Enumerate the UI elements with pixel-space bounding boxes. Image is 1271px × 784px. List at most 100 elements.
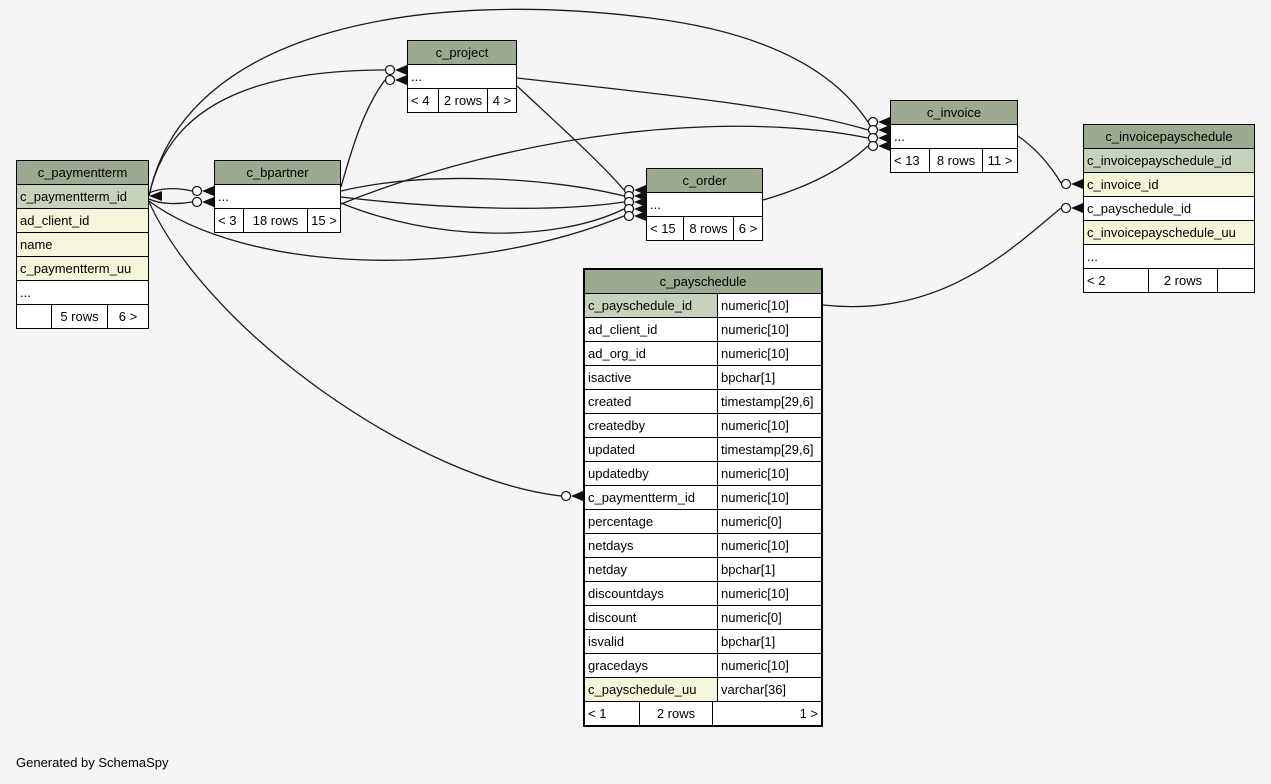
column-row-more: ... — [647, 192, 762, 216]
table-title[interactable]: c_project — [408, 41, 516, 64]
column-row-c_paymentterm_id: c_paymentterm_id — [17, 184, 148, 208]
column-row-more: ... — [17, 280, 148, 304]
column-name: c_paymentterm_uu — [17, 257, 148, 280]
footer-child-count — [1218, 269, 1254, 292]
table-title[interactable]: c_order — [647, 169, 762, 192]
table-title[interactable]: c_payschedule — [585, 270, 821, 293]
column-name: c_payschedule_id — [1084, 197, 1254, 220]
column-name: netdays — [585, 534, 717, 557]
footer-parent-count: < 15 — [650, 221, 676, 236]
column-name: c_payschedule_uu — [585, 678, 717, 701]
column-type: bpchar[1] — [717, 630, 821, 653]
relationship-edge — [148, 187, 193, 194]
column-name: ... — [17, 281, 148, 304]
column-type: numeric[0] — [717, 606, 821, 629]
column-name: c_invoicepayschedule_id — [1084, 149, 1254, 172]
column-name: ... — [408, 65, 516, 88]
column-type: numeric[10] — [717, 342, 821, 365]
column-type: numeric[10] — [717, 486, 821, 509]
table-c_order[interactable]: c_order... < 15 8 rows 6 > — [646, 168, 763, 241]
column-name: ... — [215, 185, 340, 208]
column-name: updatedby — [585, 462, 717, 485]
column-name: percentage — [585, 510, 717, 533]
column-name: ad_client_id — [585, 318, 717, 341]
footer-child-count: 4 > — [492, 93, 512, 108]
column-name: updated — [585, 438, 717, 461]
footer-child-count: 1 > — [799, 706, 818, 721]
table-title[interactable]: c_bpartner — [215, 161, 340, 184]
column-row-c_invoice_id: c_invoice_id — [1084, 172, 1254, 196]
footer-row-count: 2 rows — [438, 89, 488, 112]
footer-child-count: 6 > — [738, 221, 758, 236]
column-row-name: name — [17, 232, 148, 256]
relationship-edge — [822, 207, 1062, 308]
column-row-ad_client_id: ad_client_id — [17, 208, 148, 232]
column-row-c_payschedule_id: c_payschedule_id — [1084, 196, 1254, 220]
column-row-c_invoicepayschedule_uu: c_invoicepayschedule_uu — [1084, 220, 1254, 244]
table-footer: < 15 8 rows 6 > — [647, 216, 762, 240]
column-name: isactive — [585, 366, 717, 389]
footer-parent-count — [17, 305, 51, 328]
footer-parent-count: < 3 — [218, 213, 237, 228]
footer-parent-count: < 13 — [894, 153, 920, 168]
table-title[interactable]: c_invoicepayschedule — [1084, 125, 1254, 148]
column-name: ... — [647, 193, 762, 216]
relationship-edge — [340, 196, 625, 209]
table-title[interactable]: c_paymentterm — [17, 161, 148, 184]
column-type: numeric[10] — [717, 414, 821, 437]
footer-row-count: 8 rows — [929, 149, 983, 172]
relationship-edge — [340, 125, 869, 205]
column-name: created — [585, 390, 717, 413]
column-name: ad_org_id — [585, 342, 717, 365]
column-type: numeric[10] — [717, 462, 821, 485]
footer-child-count: 6 > — [118, 309, 138, 324]
column-type: numeric[10] — [717, 582, 821, 605]
table-title[interactable]: c_invoice — [891, 101, 1017, 124]
footer-parent-count: < 4 — [411, 93, 430, 108]
column-type: timestamp[29,6] — [717, 438, 821, 461]
column-row-more: ... — [1084, 244, 1254, 268]
relationship-edge — [148, 201, 562, 497]
column-name: c_paymentterm_id — [585, 486, 717, 509]
column-type: numeric[0] — [717, 510, 821, 533]
column-type: bpchar[1] — [717, 366, 821, 389]
column-type: bpchar[1] — [717, 558, 821, 581]
column-name: c_paymentterm_id — [17, 185, 148, 208]
footer-row-count: 2 rows — [1148, 269, 1218, 292]
column-name: isvalid — [585, 630, 717, 653]
column-name: ... — [1084, 245, 1254, 268]
footer-row-count: 2 rows — [639, 702, 713, 725]
column-type: numeric[10] — [717, 534, 821, 557]
column-name: ... — [891, 125, 1017, 148]
relationship-edge — [516, 77, 869, 131]
footer-row-count: 8 rows — [683, 217, 734, 240]
generator-credit: Generated by SchemaSpy — [16, 755, 169, 770]
relationship-edge — [1017, 135, 1062, 184]
table-footer: < 4 2 rows 4 > — [408, 88, 516, 112]
column-row-more: ... — [408, 64, 516, 88]
table-c_project[interactable]: c_project... < 4 2 rows 4 > — [407, 40, 517, 113]
column-name: discount — [585, 606, 717, 629]
column-name: gracedays — [585, 654, 717, 677]
column-name: c_payschedule_id — [585, 294, 717, 317]
